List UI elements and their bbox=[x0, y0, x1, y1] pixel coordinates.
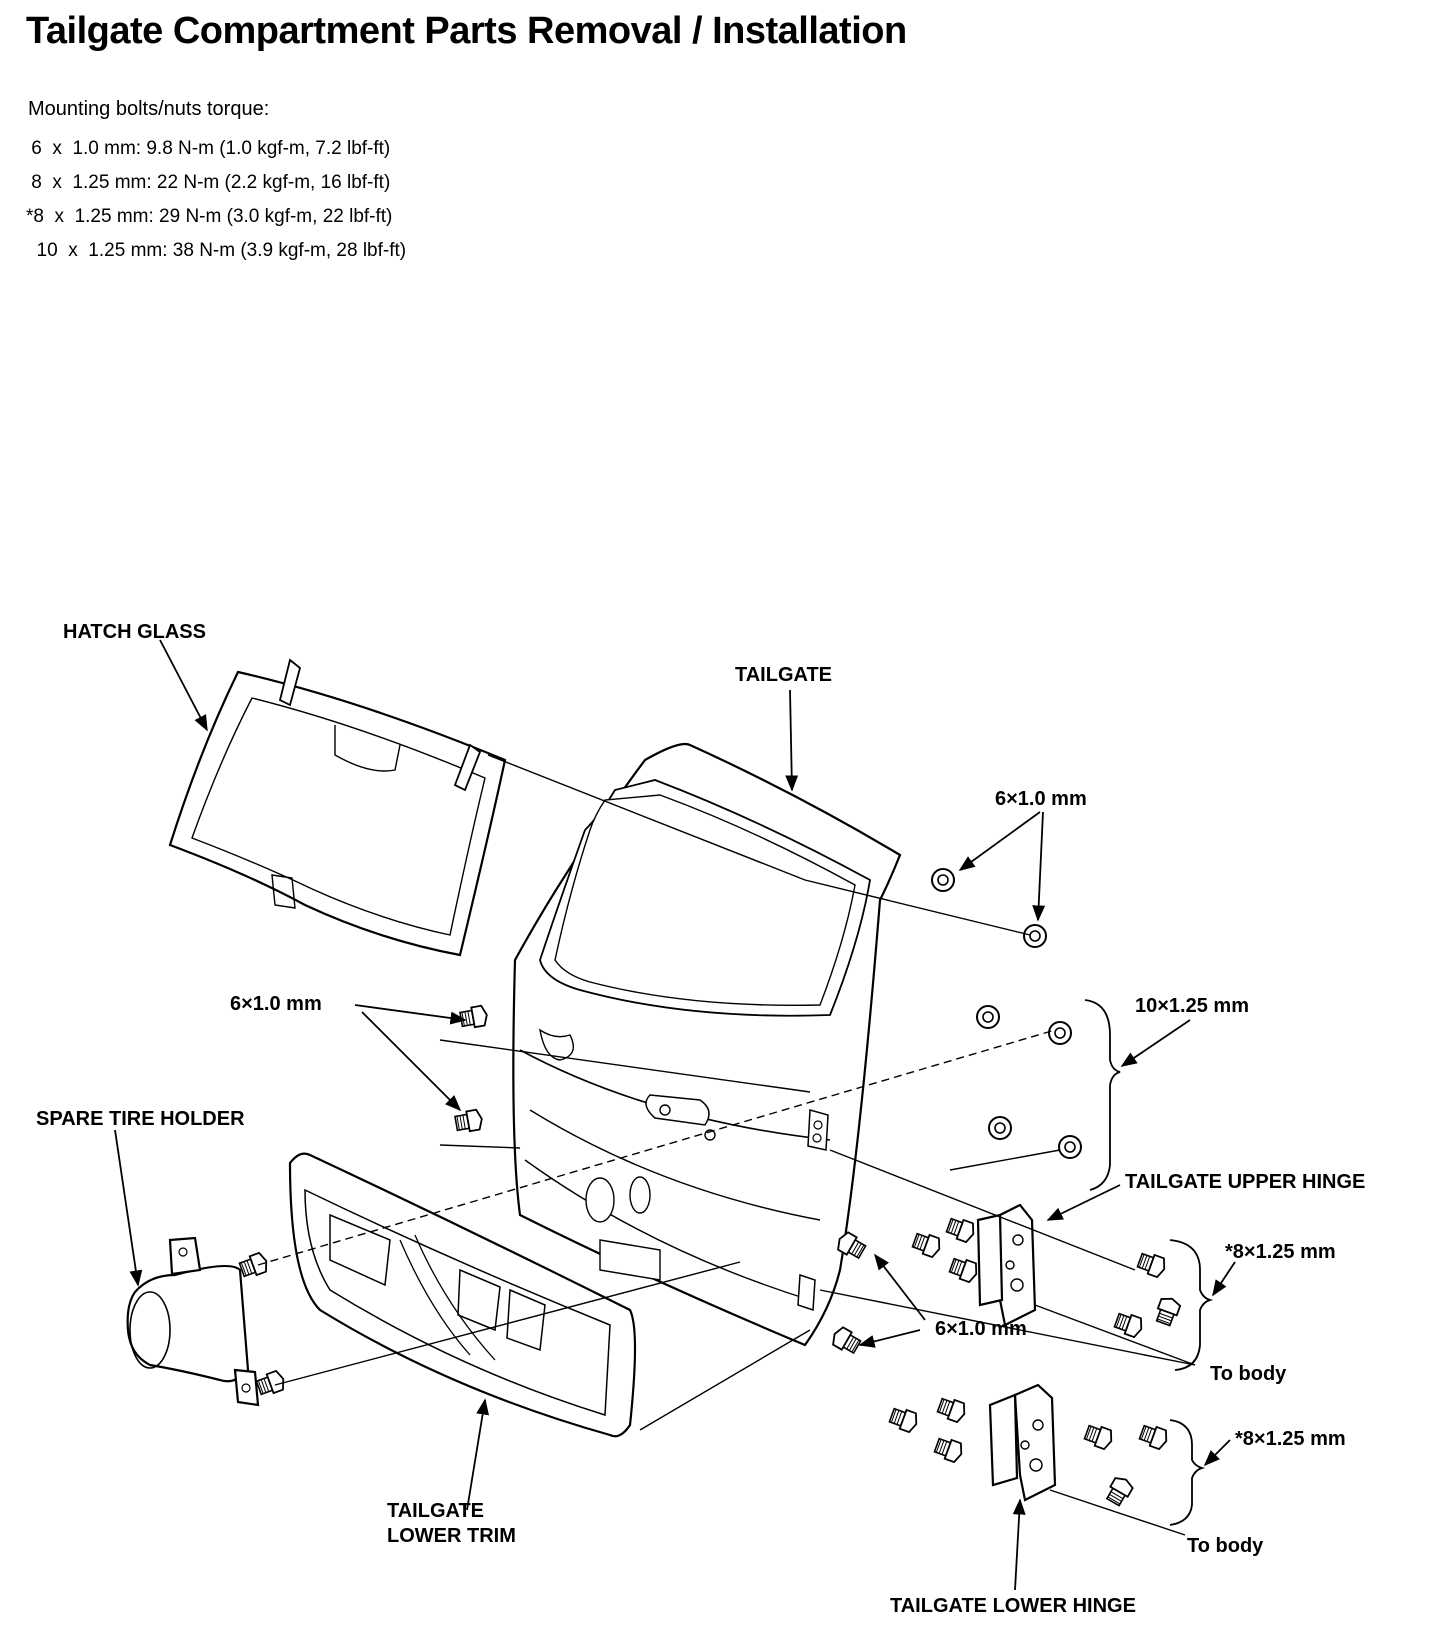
torque-spec-8x125: 8 x 1.25 mm: 22 N-m (2.2 kgf-m, 16 lbf-f… bbox=[26, 172, 391, 193]
page-title: Tailgate Compartment Parts Removal / Ins… bbox=[26, 10, 907, 52]
tailgate-panel bbox=[512, 742, 902, 1347]
torque-spec-8x125-star: *8 x 1.25 mm: 29 N-m (3.0 kgf-m, 22 lbf-… bbox=[26, 206, 393, 227]
label-hatch-glass: HATCH GLASS bbox=[63, 621, 206, 643]
torque-spec-10x125: 10 x 1.25 mm: 38 N-m (3.9 kgf-m, 28 lbf-… bbox=[26, 240, 407, 261]
torque-spec-list: 6 x 1.0 mm: 9.8 N-m (1.0 kgf-m, 7.2 lbf-… bbox=[26, 132, 406, 268]
label-to-body-upper: To body bbox=[1210, 1363, 1287, 1385]
tailgate-upper-hinge bbox=[976, 1203, 1037, 1327]
label-tailgate-lower-trim-line1: TAILGATE bbox=[387, 1500, 484, 1522]
label-tailgate-upper-hinge: TAILGATE UPPER HINGE bbox=[1125, 1171, 1365, 1193]
label-nut-6x10-top: 6×1.0 mm bbox=[995, 788, 1087, 810]
tailgate-lower-trim bbox=[288, 1152, 637, 1438]
label-tailgate-lower-hinge: TAILGATE LOWER HINGE bbox=[890, 1595, 1136, 1617]
label-spare-tire-holder: SPARE TIRE HOLDER bbox=[36, 1108, 245, 1130]
label-to-body-lower: To body bbox=[1187, 1535, 1264, 1557]
brackets bbox=[1084, 999, 1214, 1526]
spare-tire-holder bbox=[126, 1236, 260, 1407]
label-tailgate: TAILGATE bbox=[735, 664, 832, 686]
tailgate-lower-hinge bbox=[988, 1383, 1057, 1502]
label-tailgate-lower-trim-line2: LOWER TRIM bbox=[387, 1525, 516, 1547]
assembly-lines bbox=[257, 754, 1196, 1536]
callout-arrows bbox=[114, 639, 1236, 1591]
label-bolt-6x10-left: 6×1.0 mm bbox=[230, 993, 322, 1015]
torque-spec-6x10: 6 x 1.0 mm: 9.8 N-m (1.0 kgf-m, 7.2 lbf-… bbox=[26, 138, 391, 159]
label-bolt-8x125-upper: *8×1.25 mm bbox=[1225, 1241, 1336, 1263]
hatch-glass bbox=[168, 658, 507, 957]
torque-heading: Mounting bolts/nuts torque: bbox=[28, 98, 270, 120]
label-bolt-10x125: 10×1.25 mm bbox=[1135, 995, 1249, 1017]
label-bolt-6x10-lower: 6×1.0 mm bbox=[935, 1318, 1027, 1340]
label-bolt-8x125-lower: *8×1.25 mm bbox=[1235, 1428, 1346, 1450]
